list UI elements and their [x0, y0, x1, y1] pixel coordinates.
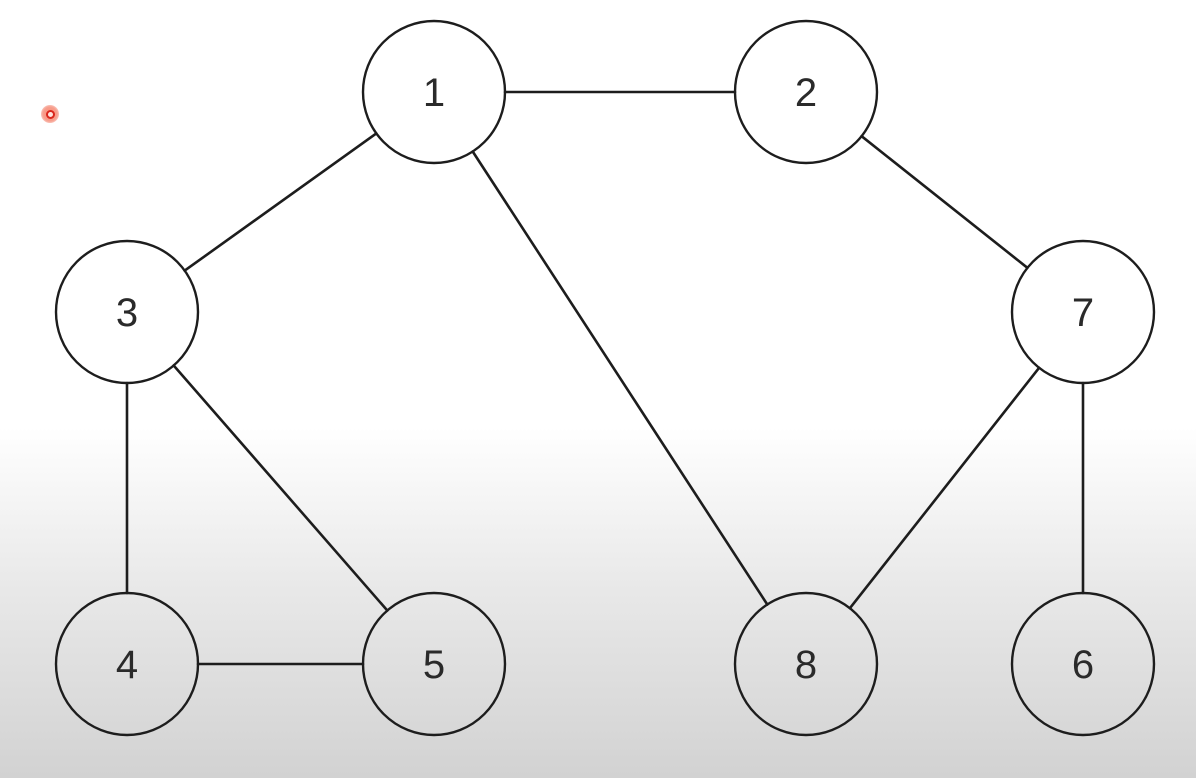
node-3: 3 — [54, 239, 200, 385]
node-circle — [733, 591, 879, 737]
edge-1-8 — [471, 150, 769, 606]
node-circle — [54, 239, 200, 385]
node-circle — [1010, 239, 1156, 385]
node-label: 5 — [423, 643, 445, 687]
edge-3-5 — [172, 364, 389, 612]
edge-1-3 — [183, 132, 378, 272]
node-circle — [733, 19, 879, 165]
node-8: 8 — [733, 591, 879, 737]
cursor-pointer-icon — [41, 105, 59, 123]
node-circle — [361, 19, 507, 165]
node-label: 8 — [795, 643, 817, 687]
node-4: 4 — [54, 591, 200, 737]
node-circle — [54, 591, 200, 737]
node-label: 2 — [795, 71, 817, 115]
node-label: 6 — [1072, 643, 1094, 687]
node-circle — [1010, 591, 1156, 737]
edge-2-7 — [860, 134, 1029, 270]
nodes-layer: 1 2 3 4 5 6 7 8 — [54, 19, 1156, 737]
node-6: 6 — [1010, 591, 1156, 737]
node-5: 5 — [361, 591, 507, 737]
node-circle — [361, 591, 507, 737]
node-label: 4 — [116, 643, 138, 687]
node-label: 1 — [423, 71, 445, 115]
node-7: 7 — [1010, 239, 1156, 385]
node-label: 7 — [1072, 291, 1094, 335]
node-label: 3 — [116, 291, 138, 335]
node-2: 2 — [733, 19, 879, 165]
node-1: 1 — [361, 19, 507, 165]
edge-7-8 — [848, 366, 1041, 610]
edges-layer — [125, 90, 1085, 666]
